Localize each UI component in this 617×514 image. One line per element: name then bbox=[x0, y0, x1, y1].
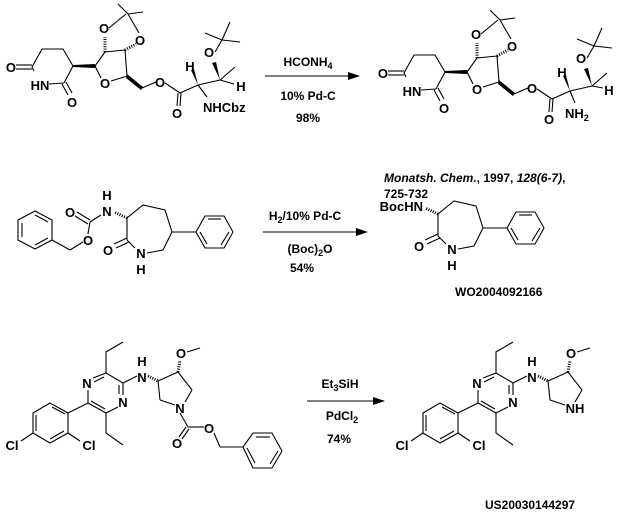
atom-label: O bbox=[172, 106, 182, 121]
atom-label: NH2 bbox=[565, 106, 589, 123]
atom-label: H bbox=[102, 188, 111, 203]
atom-label: BocHN bbox=[380, 199, 423, 214]
atom-label: O bbox=[172, 436, 182, 451]
r2-reference: WO2004092166 bbox=[455, 285, 543, 299]
atom-label: O bbox=[472, 82, 482, 97]
atom-label: H bbox=[527, 354, 536, 369]
r3-reagent-1: Et3SiH bbox=[321, 377, 358, 393]
r2-reagent-1: H2/10% Pd-C bbox=[269, 209, 342, 225]
atom-label: NHCbz bbox=[203, 100, 246, 115]
atom-label: O bbox=[414, 239, 424, 254]
atom-label: O bbox=[507, 39, 517, 54]
atom-label: N bbox=[447, 242, 456, 257]
r1-reagent-2: 10% Pd-C bbox=[280, 89, 336, 103]
atom-label: N bbox=[175, 401, 184, 416]
atom-label: H bbox=[447, 258, 456, 273]
r2-arrow bbox=[263, 228, 368, 236]
r2-starting-material: O O N H O N H bbox=[17, 188, 235, 277]
atom-label: O bbox=[576, 51, 586, 66]
atom-label: O bbox=[99, 21, 109, 36]
reaction-1: O O O HN O O O O H O NHCbz H HCONH4 10% … bbox=[6, 2, 614, 201]
r1-reagent-1: HCONH4 bbox=[283, 55, 332, 71]
atom-label: N bbox=[136, 246, 145, 261]
r1-product: O O O HN O O O O H O NH2 H bbox=[378, 8, 614, 127]
r2-yield: 54% bbox=[290, 261, 314, 275]
atom-label: O bbox=[544, 112, 554, 127]
atom-label: HN bbox=[403, 84, 422, 99]
atom-label: NH bbox=[566, 401, 585, 416]
r3-reference: US20030144297 bbox=[485, 498, 575, 512]
atom-label: Cl bbox=[6, 438, 19, 453]
reaction-2: O O N H O N H H2/10% Pd-C (Boc)2O 54% Bo… bbox=[17, 188, 546, 299]
atom-label: H bbox=[236, 79, 245, 94]
atom-label: O bbox=[527, 81, 537, 96]
r1-starting-material: O O O HN O O O O H O NHCbz H bbox=[6, 2, 246, 121]
atom-label: O bbox=[176, 346, 186, 361]
atom-label: O bbox=[135, 33, 145, 48]
r3-reagent-2: PdCl2 bbox=[326, 409, 358, 425]
atom-label: N bbox=[472, 376, 481, 391]
r3-starting-material: N N N H O N O O Cl Cl bbox=[6, 340, 283, 469]
atom-label: N bbox=[137, 370, 146, 385]
atom-label: H bbox=[557, 65, 566, 80]
r3-product: N N N H O NH Cl Cl bbox=[396, 340, 592, 453]
r2-reagent-2: (Boc)2O bbox=[287, 242, 332, 258]
atom-label: N bbox=[82, 376, 91, 391]
r1-arrow bbox=[265, 72, 360, 80]
r3-arrow bbox=[307, 397, 385, 405]
atom-label: H bbox=[137, 354, 146, 369]
r1-reference: Monatsh. Chem., 1997, 128(6-7), bbox=[384, 171, 565, 185]
atom-label: O bbox=[566, 346, 576, 361]
reaction-3: N N N H O N O O Cl Cl Et3SiH PdCl2 74% N… bbox=[6, 340, 592, 512]
atom-label: HN bbox=[31, 78, 50, 93]
atom-label: O bbox=[155, 75, 165, 90]
atom-label: O bbox=[100, 76, 110, 91]
atom-label: Cl bbox=[396, 438, 409, 453]
atom-label: H bbox=[185, 59, 194, 74]
atom-label: Cl bbox=[473, 438, 486, 453]
r1-reference-pages: 725-732 bbox=[384, 187, 428, 201]
atom-label: O bbox=[439, 101, 449, 116]
r2-product: BocHN O N H bbox=[380, 199, 546, 273]
atom-label: H bbox=[136, 262, 145, 277]
r3-yield: 74% bbox=[327, 432, 351, 446]
r1-yield: 98% bbox=[296, 111, 320, 125]
atom-label: O bbox=[378, 66, 388, 81]
atom-label: O bbox=[471, 27, 481, 42]
atom-label: O bbox=[6, 60, 16, 75]
atom-label: O bbox=[65, 205, 75, 220]
atom-label: N bbox=[508, 395, 517, 410]
atom-label: N bbox=[102, 204, 111, 219]
atom-label: O bbox=[204, 45, 214, 60]
atom-label: O bbox=[67, 95, 77, 110]
atom-label: O bbox=[204, 421, 214, 436]
atom-label: N bbox=[527, 370, 536, 385]
atom-label: H bbox=[604, 83, 613, 98]
atom-label: Cl bbox=[83, 438, 96, 453]
atom-label: O bbox=[103, 243, 113, 258]
atom-label: N bbox=[118, 395, 127, 410]
atom-label: O bbox=[83, 233, 93, 248]
